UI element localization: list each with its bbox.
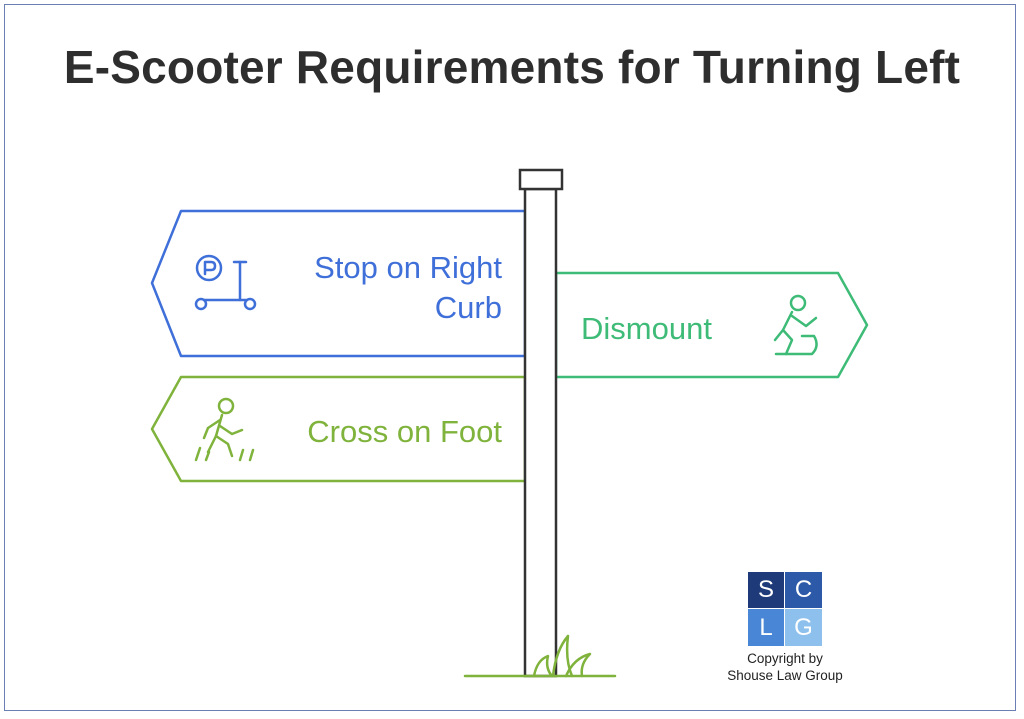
grass-tuft-icon	[532, 634, 592, 678]
walking-person-icon	[194, 397, 255, 462]
sign-stop-line-2: Curb	[434, 290, 502, 325]
copyright-credit: Copyright by Shouse Law Group	[700, 650, 870, 684]
logo-letter-s: S	[748, 572, 785, 609]
sign-cross-label: Cross on Foot	[307, 414, 502, 449]
sign-dismount-label: Dismount	[581, 311, 712, 346]
page-title: E-Scooter Requirements for Turning Left	[63, 41, 961, 93]
sign-stop-label: Stop on Right Curb	[270, 248, 502, 328]
credit-line-1: Copyright by	[747, 651, 823, 666]
sign-stop-line-1: Stop on Right	[314, 250, 502, 285]
logo-letter-c: C	[785, 572, 822, 609]
signpost-pole	[523, 187, 558, 678]
credit-line-2: Shouse Law Group	[727, 668, 843, 683]
sclg-logo: S C L G	[748, 572, 822, 646]
logo-letter-g: G	[785, 609, 822, 646]
logo-letter-l: L	[748, 609, 785, 646]
signpost-cap	[518, 168, 564, 191]
parking-scooter-icon	[194, 254, 257, 311]
dismount-person-icon	[773, 294, 818, 356]
frame-border	[4, 4, 1016, 711]
